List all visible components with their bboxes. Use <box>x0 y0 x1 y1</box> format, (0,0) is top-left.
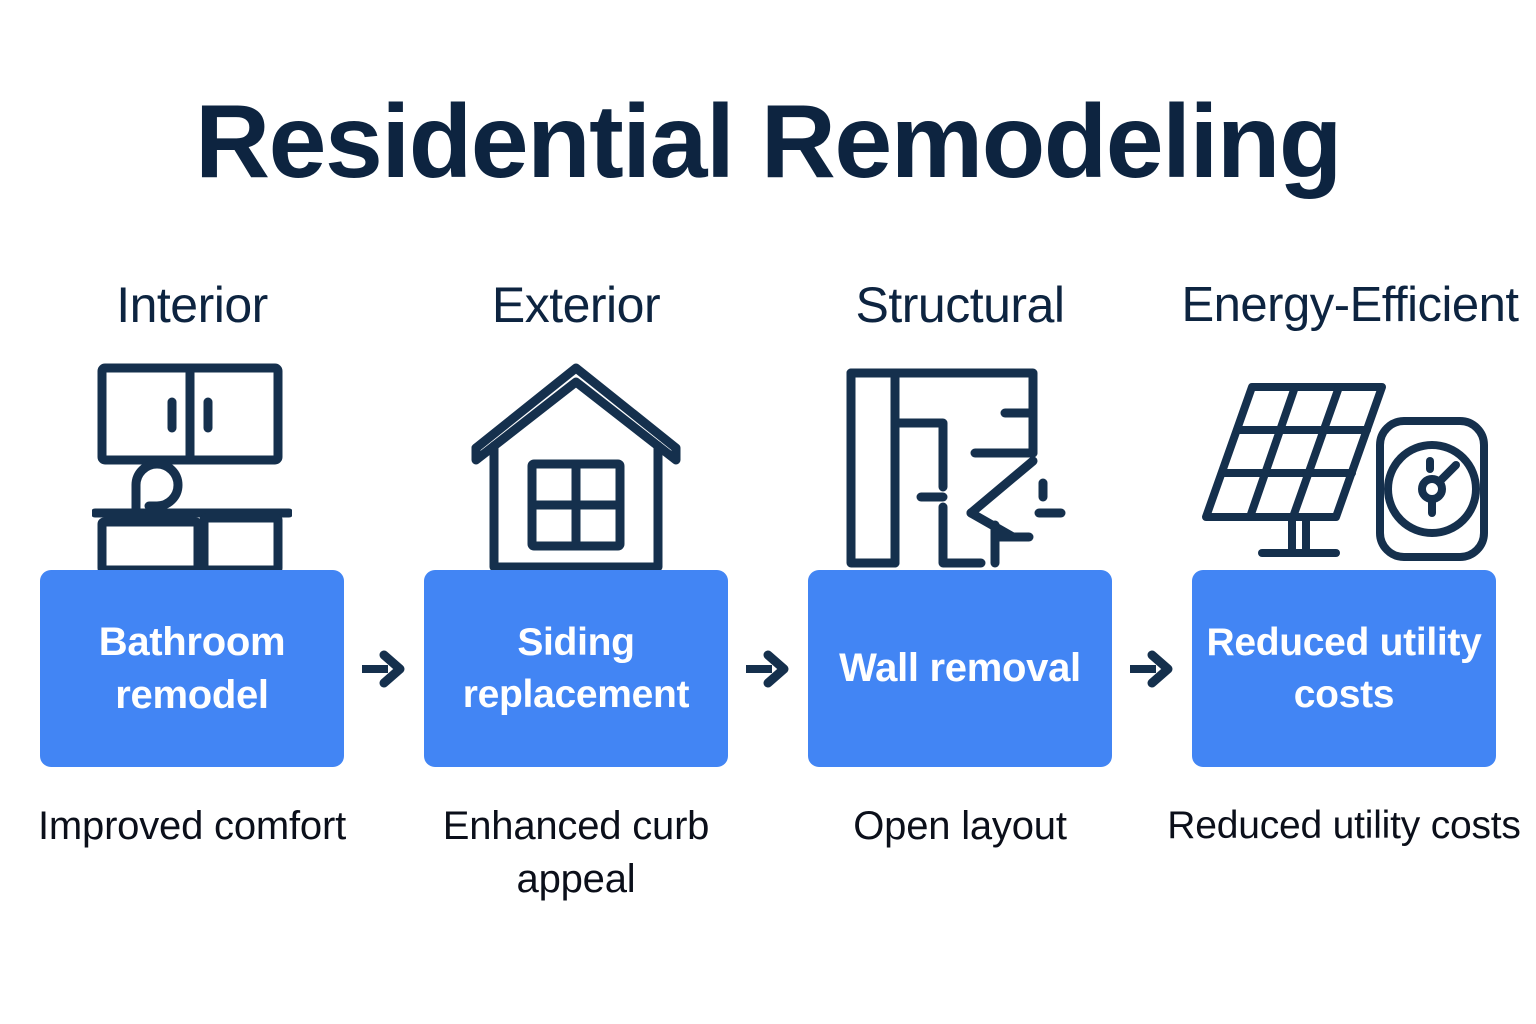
box-slot-structural: Wall removal <box>768 570 1173 770</box>
caption-energy-efficient: Reduced utility costs <box>1167 804 1521 847</box>
column-exterior: Exterior <box>384 270 789 970</box>
box-slot-exterior: Siding replacement <box>384 570 789 770</box>
caption-interior: Improved comfort <box>37 804 346 848</box>
column-interior: Interior <box>0 270 405 970</box>
icon-area-interior <box>0 340 384 574</box>
column-energy-efficient: Energy-Efficient <box>1152 270 1536 970</box>
category-columns: Interior <box>0 270 1536 970</box>
caption-exterior: Enhanced curb appeal <box>442 804 710 901</box>
icon-area-exterior <box>384 340 768 571</box>
process-box-wall-removal[interactable]: Wall removal <box>808 570 1112 767</box>
page-title: Residential Remodeling <box>195 84 1342 200</box>
icon-area-structural <box>768 340 1152 570</box>
category-header-interior: Interior <box>116 277 268 333</box>
process-box-siding-replacement[interactable]: Siding replacement <box>424 570 728 767</box>
kitchen-cabinets-sink-icon <box>92 360 292 575</box>
process-box-reduced-utility-costs[interactable]: Reduced utility costs <box>1192 570 1496 767</box>
category-header-energy-efficient: Energy-Efficient <box>1181 278 1520 332</box>
right-arrow-icon-1 <box>360 646 406 692</box>
right-arrow-icon-2 <box>744 646 790 692</box>
house-with-window-icon <box>470 360 682 575</box>
box-slot-interior: Bathroom remodel <box>0 570 405 770</box>
caption-structural: Open layout <box>853 804 1067 848</box>
right-arrow-icon-3 <box>1128 646 1174 692</box>
process-box-bathroom-remodel[interactable]: Bathroom remodel <box>40 570 344 767</box>
category-header-exterior: Exterior <box>491 277 661 333</box>
floor-plan-icon <box>843 365 1078 570</box>
solar-panel-meter-icon <box>1194 365 1494 570</box>
box-slot-energy-efficient: Reduced utility costs <box>1152 570 1536 770</box>
icon-area-energy-efficient <box>1152 340 1536 570</box>
column-structural: Structural <box>768 270 1173 970</box>
category-header-structural: Structural <box>855 277 1065 333</box>
